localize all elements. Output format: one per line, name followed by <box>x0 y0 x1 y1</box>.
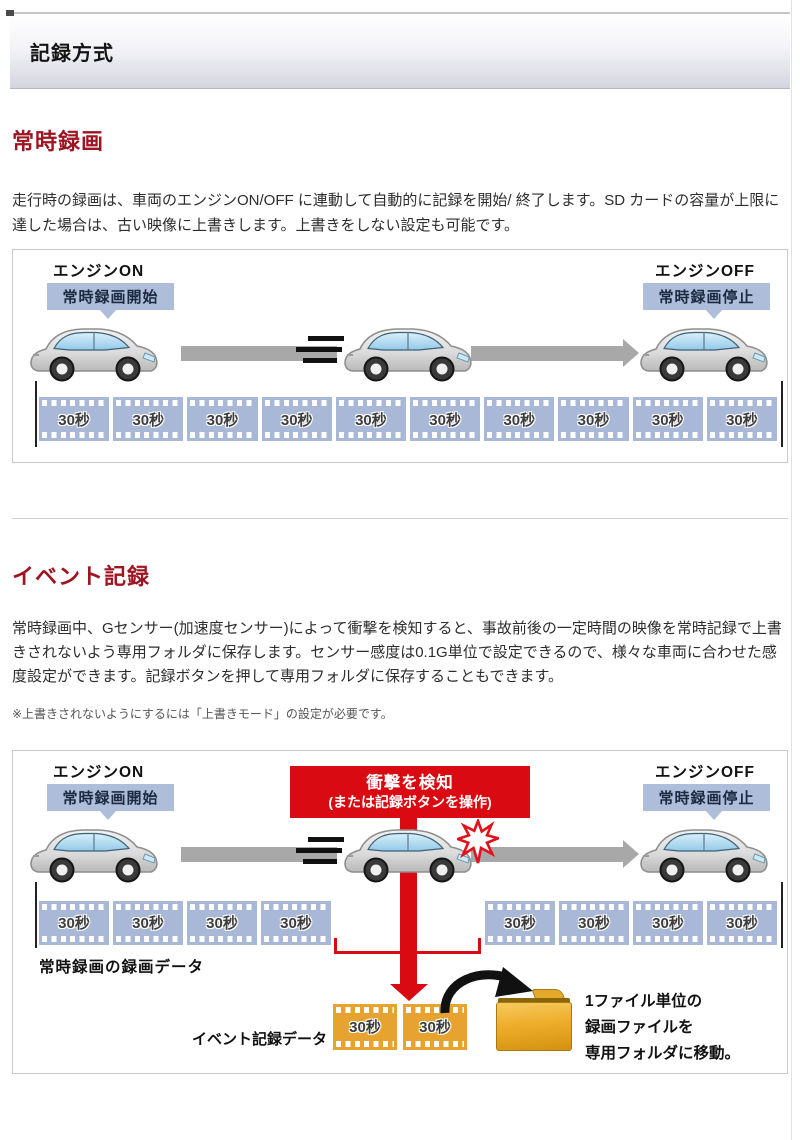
film-segment-label: 30秒 <box>726 915 758 933</box>
record-start-callout: 常時録画開始 <box>47 283 174 320</box>
continuous-data-label: 常時録画の録画データ <box>39 958 205 976</box>
engine-off-label: エンジンOFF <box>655 763 755 781</box>
film-segment-label: 30秒 <box>726 411 758 429</box>
engine-off-label: エンジンOFF <box>655 263 755 281</box>
travel-arrow <box>471 339 639 368</box>
film-segment-label: 30秒 <box>58 411 90 429</box>
film-segment-label: 30秒 <box>280 915 312 933</box>
continuous-recording-diagram: エンジンON 常時録画開始 エンジンOFF 常時録画停止 30秒 30秒 30秒… <box>12 249 788 464</box>
extracted-segments-bracket <box>478 937 481 954</box>
film-segment: 30秒 <box>558 397 629 442</box>
speed-lines-icon <box>296 336 346 366</box>
film-segment-label: 30秒 <box>132 915 164 933</box>
film-segment: 30秒 <box>633 900 703 945</box>
move-to-folder-arrow <box>440 966 533 1014</box>
film-segment: 30秒 <box>187 397 258 442</box>
car-illustration <box>29 322 161 384</box>
folder-note-line1: 1ファイル単位の <box>585 992 703 1010</box>
top-edge-dash <box>6 10 14 16</box>
film-strip-row-right: 30秒 30秒 30秒 30秒 <box>485 900 777 945</box>
section-divider <box>12 518 788 520</box>
overwrite-mode-note: ※上書きされないようにするには「上書きモード」の設定が必要です。 <box>12 706 393 721</box>
page-title: 記録方式 <box>30 42 114 65</box>
folder-note-line3: 専用フォルダに移動。 <box>585 1044 741 1062</box>
film-segment: 30秒 <box>484 397 555 442</box>
film-segment-label: 30秒 <box>651 411 684 429</box>
timeline-start-tick <box>35 381 37 448</box>
film-segment-label: 30秒 <box>206 915 238 933</box>
engine-on-label: エンジンON <box>53 263 145 281</box>
film-segment-label: 30秒 <box>429 411 461 429</box>
travel-arrow <box>471 839 639 868</box>
film-segment-label: 30秒 <box>349 1019 381 1037</box>
film-segment: 30秒 <box>261 900 331 945</box>
car-illustration <box>639 823 771 885</box>
film-segment-label: 30秒 <box>578 915 610 933</box>
film-segment-label: 30秒 <box>280 411 313 429</box>
page-right-border <box>791 0 792 1140</box>
car-illustration <box>343 823 475 885</box>
event-film-segment: 30秒 <box>403 1003 467 1050</box>
film-segment: 30秒 <box>113 900 183 945</box>
car-illustration <box>29 823 161 885</box>
record-stop-callout: 常時録画停止 <box>643 283 770 320</box>
film-segment-label: 30秒 <box>652 915 684 933</box>
impact-banner-line1: 衝撃を検知 <box>366 773 454 792</box>
engine-on-label: エンジンON <box>53 763 145 781</box>
film-segment-label: 30秒 <box>419 1019 451 1037</box>
event-recording-description: 常時録画中、Gセンサー(加速度センサー)によって衝撃を検知すると、事故前後の一定… <box>12 619 782 685</box>
event-save-arrow-head <box>390 983 428 1001</box>
film-segment: 30秒 <box>261 397 332 442</box>
film-segment-label: 30秒 <box>206 411 239 429</box>
speed-lines-icon <box>296 836 346 867</box>
car-illustration <box>639 322 771 384</box>
folder-note: 1ファイル単位の 録画ファイルを 専用フォルダに移動。 <box>585 989 740 1067</box>
film-segment: 30秒 <box>706 397 778 442</box>
film-segment-label: 30秒 <box>132 411 165 429</box>
film-segment-label: 30秒 <box>504 915 536 933</box>
film-segment: 30秒 <box>559 900 629 945</box>
impact-detected-banner: 衝撃を検知 (または記録ボタンを操作) <box>290 765 530 818</box>
continuous-recording-description: 走行時の録画は、車両のエンジンON/OFF に連動して自動的に記録を開始/ 終了… <box>12 192 780 235</box>
timeline-start-tick <box>35 881 37 948</box>
film-segment-label: 30秒 <box>503 411 536 429</box>
film-segment: 30秒 <box>39 397 110 442</box>
section-heading-continuous-recording: 常時録画 <box>12 129 105 154</box>
section-heading-event-recording: イベント記録 <box>12 564 151 590</box>
record-stop-callout: 常時録画停止 <box>643 783 770 820</box>
impact-burst-icon <box>457 818 499 864</box>
film-segment: 30秒 <box>707 900 777 945</box>
film-segment: 30秒 <box>39 900 109 945</box>
timeline-end-tick <box>781 381 783 448</box>
film-segment: 30秒 <box>632 397 703 442</box>
timeline-end-tick <box>781 881 783 948</box>
event-film-segment: 30秒 <box>333 1003 397 1050</box>
extracted-segments-bracket <box>334 937 337 954</box>
film-segment-label: 30秒 <box>58 915 90 933</box>
car-illustration <box>343 322 475 384</box>
film-segment-label: 30秒 <box>577 411 610 429</box>
impact-banner-line2: (または記録ボタンを操作) <box>328 793 492 810</box>
event-data-label: イベント記録データ <box>191 1030 327 1048</box>
record-start-callout: 常時録画開始 <box>47 783 174 820</box>
page-header: 記録方式 <box>10 12 790 89</box>
folder-icon <box>496 988 572 1051</box>
film-segment: 30秒 <box>335 397 407 442</box>
film-segment: 30秒 <box>410 397 481 442</box>
film-segment-label: 30秒 <box>355 411 387 429</box>
film-segment: 30秒 <box>485 900 555 945</box>
event-recording-diagram: エンジンON 常時録画開始 エンジンOFF 常時録画停止 衝撃を検知 (または記… <box>12 749 788 1074</box>
film-segment: 30秒 <box>113 397 184 442</box>
film-strip-row-left: 30秒 30秒 30秒 30秒 <box>39 900 331 945</box>
film-segment: 30秒 <box>187 900 257 945</box>
film-strip-row: 30秒 30秒 30秒 30秒 30秒 30秒 30秒 30秒 30秒 30秒 <box>39 397 778 442</box>
folder-note-line2: 録画ファイルを <box>585 1018 694 1036</box>
